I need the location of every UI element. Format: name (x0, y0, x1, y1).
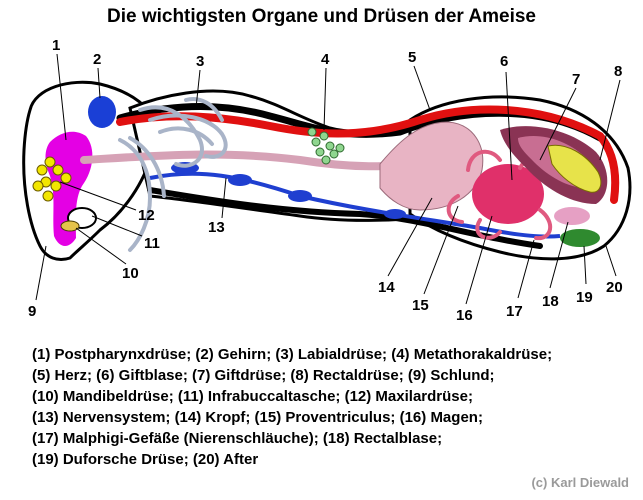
label-11: 11 (144, 235, 160, 252)
label-16: 16 (456, 307, 473, 324)
label-1: 1 (52, 37, 60, 54)
label-10: 10 (122, 265, 139, 282)
label-6: 6 (500, 53, 508, 70)
label-4: 4 (321, 51, 330, 68)
ganglion (384, 209, 406, 219)
metathoracic-gland (307, 127, 345, 165)
maxillary-gland (32, 156, 72, 202)
number-labels: 1 2 3 4 5 6 7 8 9 10 11 12 13 14 15 16 1… (28, 37, 623, 324)
label-8: 8 (614, 63, 622, 80)
label-2: 2 (93, 51, 101, 68)
label-13: 13 (208, 219, 225, 236)
rectal-bladder (554, 207, 590, 225)
page-title: Die wichtigsten Organe und Drüsen der Am… (106, 6, 536, 27)
ganglion (228, 174, 252, 186)
legend-line: (13) Nervensystem; (14) Kropf; (15) Prov… (32, 409, 483, 426)
legend-line: (5) Herz; (6) Giftblase; (7) Giftdrüse; … (32, 367, 495, 384)
leader-lines (35, 53, 621, 305)
nervous-system (149, 171, 561, 239)
label-15: 15 (412, 297, 429, 314)
legend-line: (17) Malphigi-Gefäße (Nierenschläuche); … (32, 430, 443, 447)
mandibular-gland (60, 220, 80, 232)
brain-organ (88, 96, 116, 128)
legend-line: (19) Duforsche Drüse; (20) After (32, 451, 259, 468)
label-7: 7 (572, 71, 580, 88)
legend: (1) Postpharynxdrüse; (2) Gehirn; (3) La… (32, 344, 632, 470)
stomach-organ (472, 164, 544, 224)
label-5: 5 (408, 49, 416, 66)
rectal-gland (547, 144, 602, 193)
label-14: 14 (378, 279, 395, 296)
legend-line: (10) Mandibeldrüse; (11) Infrabuccaltasc… (32, 388, 473, 405)
label-3: 3 (196, 53, 204, 70)
label-12: 12 (138, 207, 155, 224)
copyright-credit: (c) Karl Diewald (531, 475, 629, 490)
label-9: 9 (28, 303, 36, 320)
legend-line: (1) Postpharynxdrüse; (2) Gehirn; (3) La… (32, 346, 553, 363)
dufour-gland (560, 229, 600, 247)
label-19: 19 (576, 289, 593, 306)
label-18: 18 (542, 293, 559, 310)
crop-organ (379, 121, 484, 211)
label-17: 17 (506, 303, 523, 320)
heart-organ (116, 105, 620, 204)
labial-gland (118, 97, 228, 252)
label-20: 20 (606, 279, 623, 296)
ganglion (288, 190, 312, 202)
